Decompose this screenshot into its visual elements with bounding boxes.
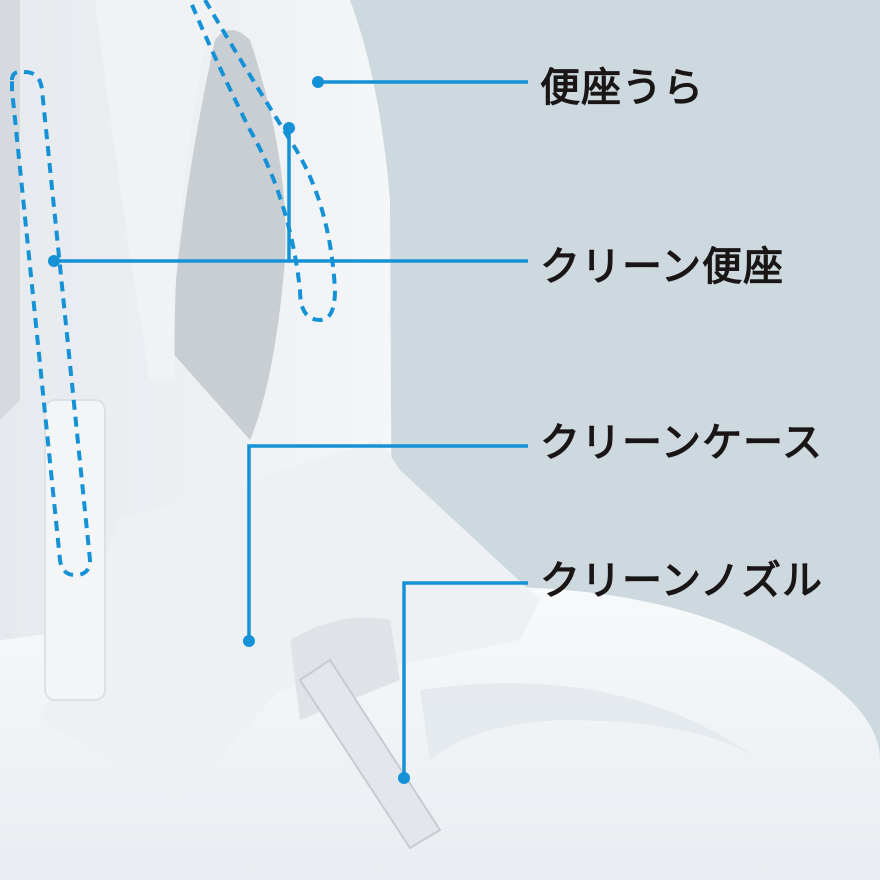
callout-dots bbox=[48, 76, 410, 784]
label-clean-seat: クリーン便座 bbox=[540, 244, 784, 290]
label-clean-case: クリーンケース bbox=[540, 420, 823, 466]
nozzle bbox=[298, 658, 442, 850]
label-seat-underside: 便座うら bbox=[540, 65, 704, 111]
clean-case-body bbox=[40, 440, 540, 800]
label-clean-nozzle: クリーンノズル bbox=[540, 558, 823, 604]
callout-lines bbox=[54, 80, 528, 778]
